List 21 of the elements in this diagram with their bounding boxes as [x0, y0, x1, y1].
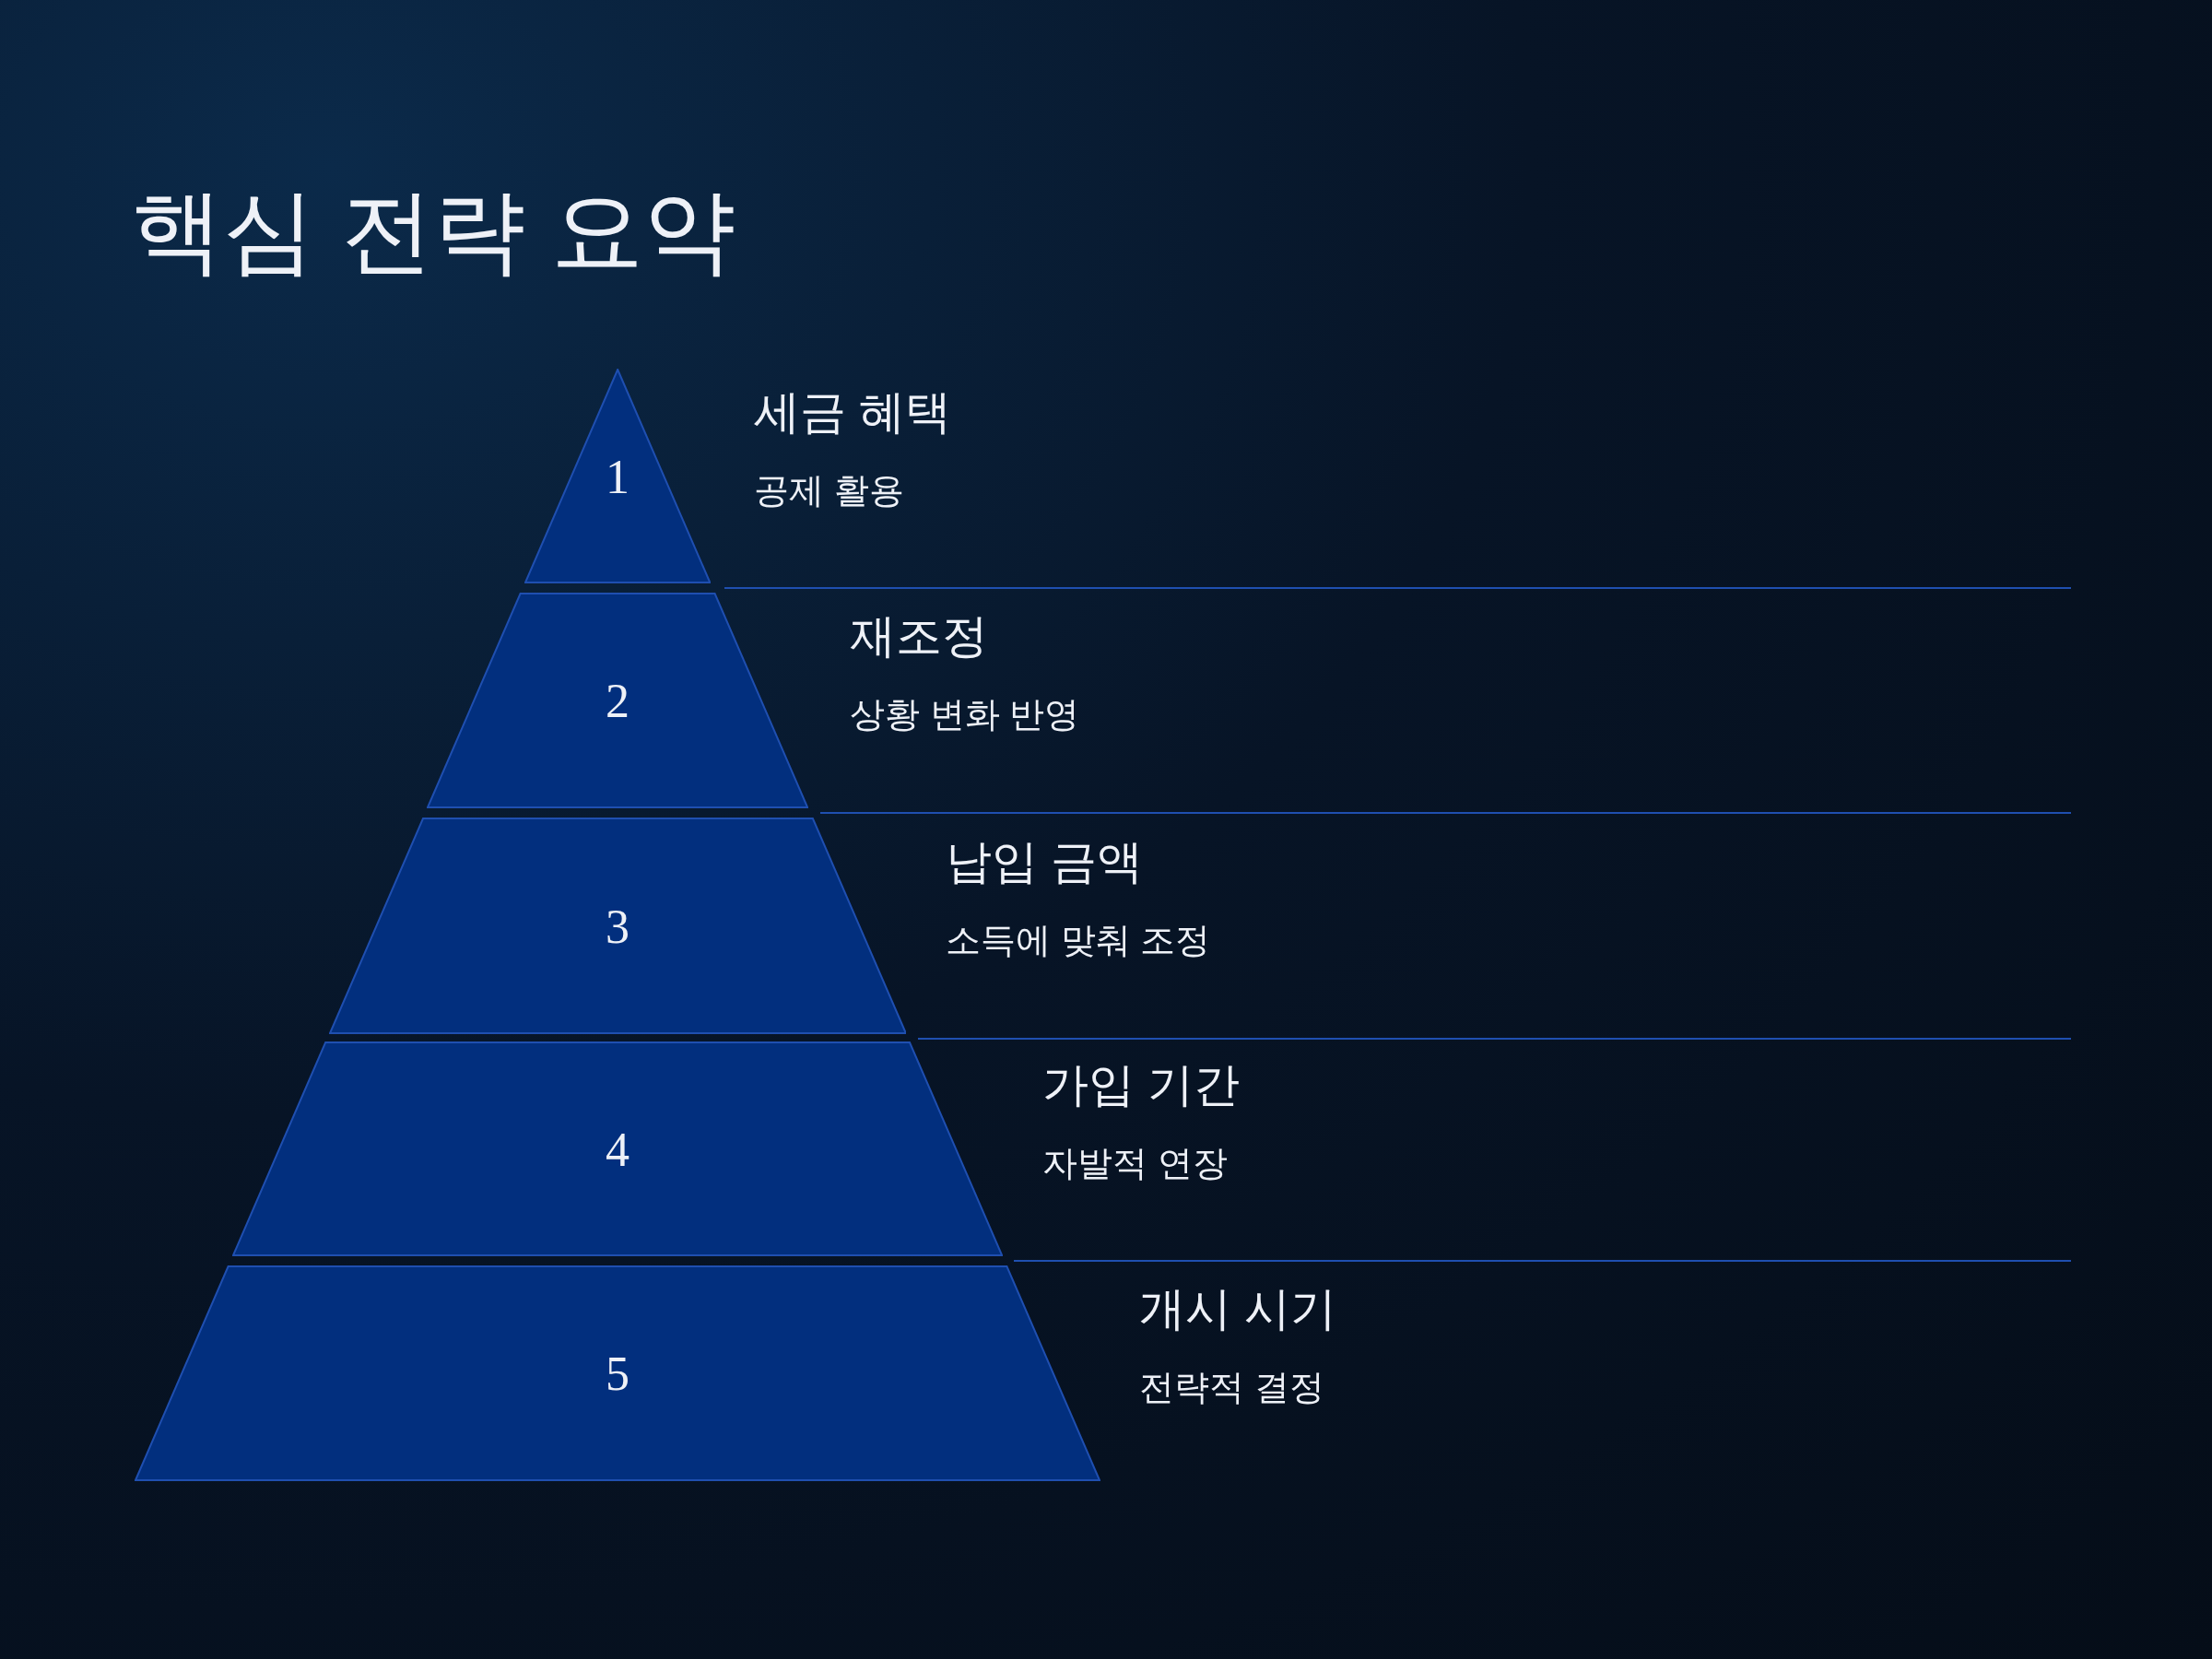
layer-description: 전략적 결정: [1139, 1367, 1324, 1408]
pyramid-top-triangle: [524, 369, 712, 583]
pyramid-layer: [135, 1265, 1100, 1481]
layer-heading: 가입 기간: [1042, 1057, 1240, 1112]
slide-title: 핵심 전략 요약: [131, 178, 735, 284]
layer-number: 5: [606, 1346, 629, 1401]
layer-description: 공제 활용: [754, 469, 904, 512]
pyramid-layer: [231, 1041, 1004, 1256]
layer-number: 1: [606, 449, 629, 503]
layer-heading: 납입 금액: [946, 834, 1143, 889]
layer-number: 4: [606, 1122, 629, 1176]
layer-description: 자발적 연장: [1042, 1142, 1228, 1184]
layer-number: 3: [606, 899, 629, 953]
pyramid-layer: [328, 818, 907, 1034]
layer-description: 소득에 맞춰 조정: [946, 919, 1211, 961]
layer-heading: 세금 혜택: [754, 384, 951, 440]
layer-heading: 재조정: [850, 609, 988, 664]
layer-number: 2: [606, 673, 629, 728]
pyramid-layer: [426, 593, 809, 808]
layer-description: 상황 변화 반영: [850, 694, 1080, 735]
layer-heading: 개시 시기: [1139, 1282, 1336, 1336]
